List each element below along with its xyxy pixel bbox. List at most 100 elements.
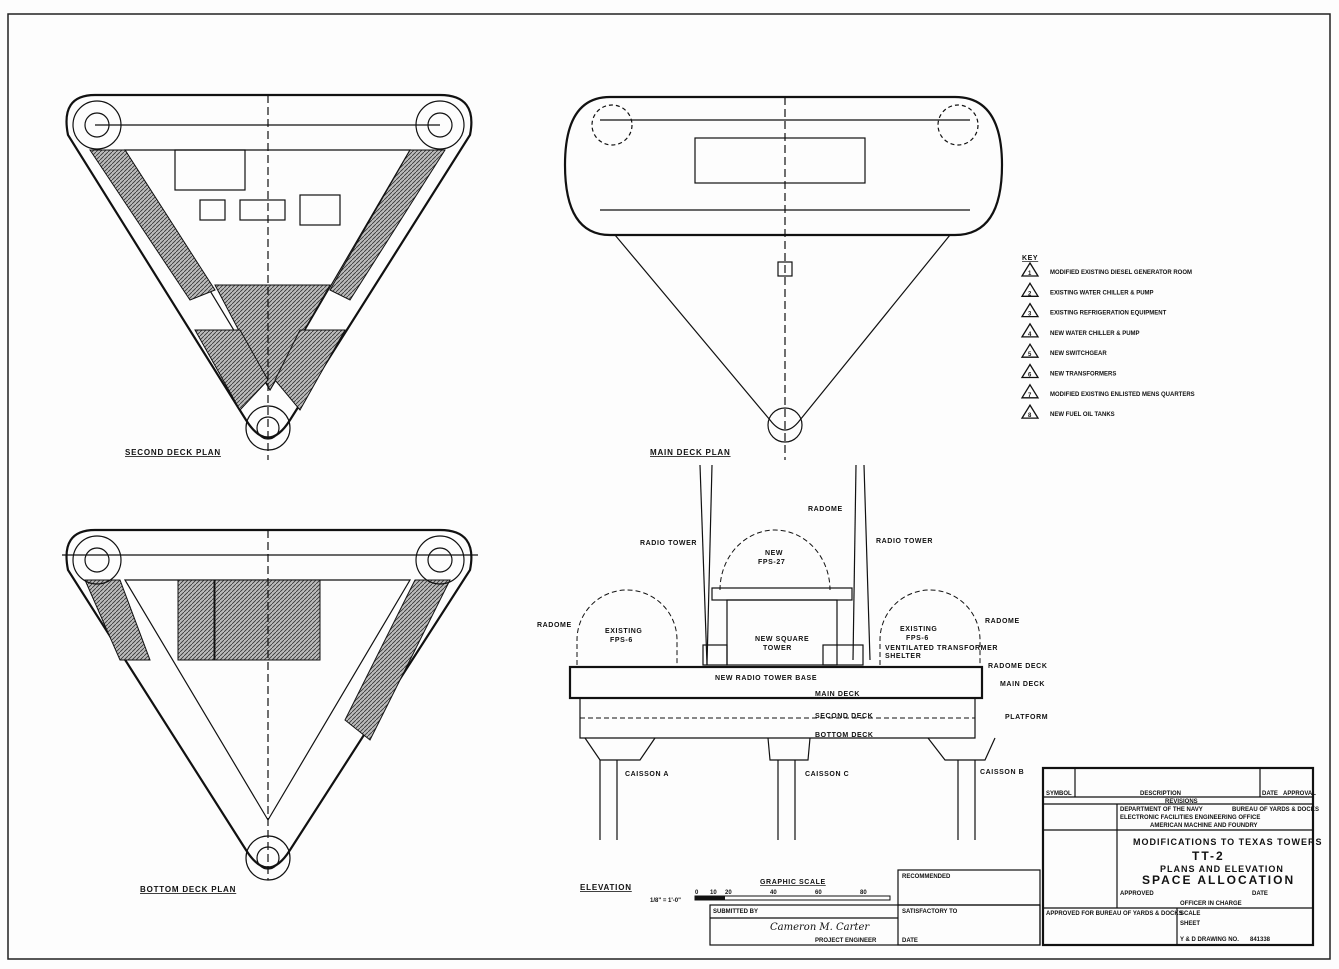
key-item-label: EXISTING REFRIGERATION EQUIPMENT [1050, 311, 1167, 317]
scale-tick-label: 10 [710, 890, 717, 896]
numbered-triangle-icon [1020, 261, 1040, 277]
svg-text:DEPARTMENT OF THE NAVY: DEPARTMENT OF THE NAVY [1120, 807, 1203, 813]
key-heading: KEY [1022, 255, 1038, 262]
key-item-label: EXISTING WATER CHILLER & PUMP [1050, 290, 1154, 296]
main-deck-plan [563, 95, 1004, 460]
signature-block: SUBMITTED BY Cameron M. Carter PROJECT E… [709, 869, 1041, 946]
svg-text:DATE: DATE [902, 938, 918, 944]
svg-text:CAISSON B: CAISSON B [980, 769, 1024, 776]
second-deck-plan [65, 93, 473, 460]
svg-text:OFFICER IN CHARGE: OFFICER IN CHARGE [1180, 901, 1242, 907]
svg-text:FPS-27: FPS-27 [758, 559, 785, 566]
svg-text:PROJECT ENGINEER: PROJECT ENGINEER [815, 938, 877, 944]
svg-text:SHELTER: SHELTER [885, 653, 921, 660]
svg-text:DESCRIPTION: DESCRIPTION [1140, 791, 1181, 797]
key-item-number: 1 [1028, 271, 1032, 277]
key-item: 8 NEW FUEL OIL TANKS [1020, 403, 1115, 419]
elevation-drawing [568, 464, 996, 840]
svg-text:TOWER: TOWER [763, 645, 792, 652]
key-item: 3 EXISTING REFRIGERATION EQUIPMENT [1020, 302, 1167, 318]
numbered-triangle-icon [1020, 282, 1040, 297]
svg-text:RADIO TOWER: RADIO TOWER [876, 538, 933, 545]
key-item-number: 3 [1028, 312, 1032, 318]
svg-text:VENTILATED TRANSFORMER: VENTILATED TRANSFORMER [885, 645, 998, 652]
svg-text:SATISFACTORY TO: SATISFACTORY TO [902, 909, 958, 915]
svg-text:ELECTRONIC FACILITIES ENGINEER: ELECTRONIC FACILITIES ENGINEERING OFFICE [1120, 815, 1260, 821]
svg-text:RADOME: RADOME [808, 506, 843, 513]
svg-text:Y & D DRAWING NO.: Y & D DRAWING NO. [1180, 937, 1239, 943]
svg-text:RECOMMENDED: RECOMMENDED [902, 874, 951, 880]
key-item-label: MODIFIED EXISTING DIESEL GENERATOR ROOM [1050, 270, 1192, 276]
svg-text:SCALE: SCALE [1180, 911, 1200, 917]
svg-text:MAIN DECK: MAIN DECK [815, 691, 860, 698]
scale-tick-label: 60 [815, 890, 822, 896]
key-item-number: 4 [1028, 332, 1032, 338]
key-item-number: 5 [1028, 352, 1032, 358]
scale-tick-label: 0 [695, 890, 699, 896]
elevation-labels: RADOME RADIO TOWER RADIO TOWER NEW FPS-2… [537, 506, 1048, 778]
svg-text:SUBMITTED BY: SUBMITTED BY [713, 909, 758, 915]
key-item-number: 6 [1028, 373, 1032, 379]
bottom-deck-plan [62, 528, 478, 881]
title-block: SYMBOL DESCRIPTION DATE APPROVAL REVISIO… [1041, 766, 1323, 947]
svg-text:TT-2: TT-2 [1192, 849, 1225, 863]
svg-text:PLANS AND ELEVATION: PLANS AND ELEVATION [1160, 864, 1284, 874]
key-item-label: MODIFIED EXISTING ENLISTED MENS QUARTERS [1050, 392, 1195, 398]
main-deck-plan-title: MAIN DECK PLAN [650, 448, 731, 457]
sheet-border [7, 13, 1331, 960]
svg-text:RADOME DECK: RADOME DECK [988, 663, 1048, 670]
key-item-number: 7 [1028, 393, 1032, 399]
numbered-triangle-icon [1020, 302, 1040, 318]
numbered-triangle-icon [1020, 363, 1040, 379]
svg-text:APPROVED FOR BUREAU OF YARDS &: APPROVED FOR BUREAU OF YARDS & DOCKS [1046, 911, 1183, 917]
scale-tick-label: 80 [860, 890, 867, 896]
elevation-title: ELEVATION [580, 883, 632, 892]
svg-text:SHEET: SHEET [1180, 921, 1200, 927]
key-item: 6 NEW TRANSFORMERS [1020, 363, 1116, 379]
svg-text:REVISIONS: REVISIONS [1165, 799, 1198, 805]
svg-text:BOTTOM DECK: BOTTOM DECK [815, 732, 874, 739]
project-title: MODIFICATIONS TO TEXAS TOWERS [1133, 837, 1323, 847]
key-item-label: NEW WATER CHILLER & PUMP [1050, 331, 1140, 337]
key-item-label: NEW SWITCHGEAR [1050, 351, 1107, 357]
svg-text:EXISTING: EXISTING [605, 628, 642, 635]
key-item-label: NEW TRANSFORMERS [1050, 372, 1116, 378]
svg-text:RADOME: RADOME [985, 618, 1020, 625]
key-legend: KEY 1 MODIFIED EXISTING DIESEL GENERATOR … [1020, 255, 1195, 419]
svg-text:FPS-6: FPS-6 [610, 637, 633, 644]
key-item: 2 EXISTING WATER CHILLER & PUMP [1020, 282, 1154, 297]
svg-text:DATE: DATE [1262, 791, 1278, 797]
key-item-number: 2 [1028, 291, 1032, 297]
svg-text:SECOND DECK: SECOND DECK [815, 713, 873, 720]
svg-text:APPROVAL: APPROVAL [1283, 791, 1316, 797]
bottom-deck-plan-title: BOTTOM DECK PLAN [140, 885, 236, 894]
svg-text:APPROVED: APPROVED [1120, 891, 1154, 897]
key-item-label: NEW FUEL OIL TANKS [1050, 412, 1115, 418]
svg-text:1/8" = 1'-0": 1/8" = 1'-0" [650, 898, 681, 904]
second-deck-plan-title: SECOND DECK PLAN [125, 448, 221, 457]
drawing-title: SPACE ALLOCATION [1142, 873, 1295, 887]
numbered-triangle-icon [1020, 342, 1040, 358]
svg-text:GRAPHIC SCALE: GRAPHIC SCALE [760, 879, 826, 886]
svg-text:MAIN DECK: MAIN DECK [1000, 681, 1045, 688]
svg-text:NEW RADIO TOWER BASE: NEW RADIO TOWER BASE [715, 675, 817, 682]
key-item-number: 8 [1028, 413, 1032, 419]
svg-text:RADOME: RADOME [537, 622, 572, 629]
svg-text:RADIO TOWER: RADIO TOWER [640, 540, 697, 547]
svg-text:NEW SQUARE: NEW SQUARE [755, 636, 809, 643]
scale-tick-label: 20 [725, 890, 732, 896]
svg-text:SYMBOL: SYMBOL [1046, 791, 1072, 797]
svg-text:FPS-6: FPS-6 [906, 635, 929, 642]
drawing-number: 841338 [1250, 937, 1271, 943]
svg-text:DATE: DATE [1252, 891, 1268, 897]
svg-text:CAISSON A: CAISSON A [625, 771, 669, 778]
svg-text:CAISSON C: CAISSON C [805, 771, 849, 778]
scale-tick-label: 40 [770, 890, 777, 896]
numbered-triangle-icon [1020, 383, 1040, 399]
svg-text:AMERICAN MACHINE AND FOUNDRY: AMERICAN MACHINE AND FOUNDRY [1150, 823, 1258, 829]
numbered-triangle-icon [1020, 403, 1040, 419]
svg-text:EXISTING: EXISTING [900, 626, 937, 633]
svg-text:PLATFORM: PLATFORM [1005, 714, 1048, 721]
svg-text:BUREAU OF YARDS & DOCKS: BUREAU OF YARDS & DOCKS [1232, 807, 1319, 813]
